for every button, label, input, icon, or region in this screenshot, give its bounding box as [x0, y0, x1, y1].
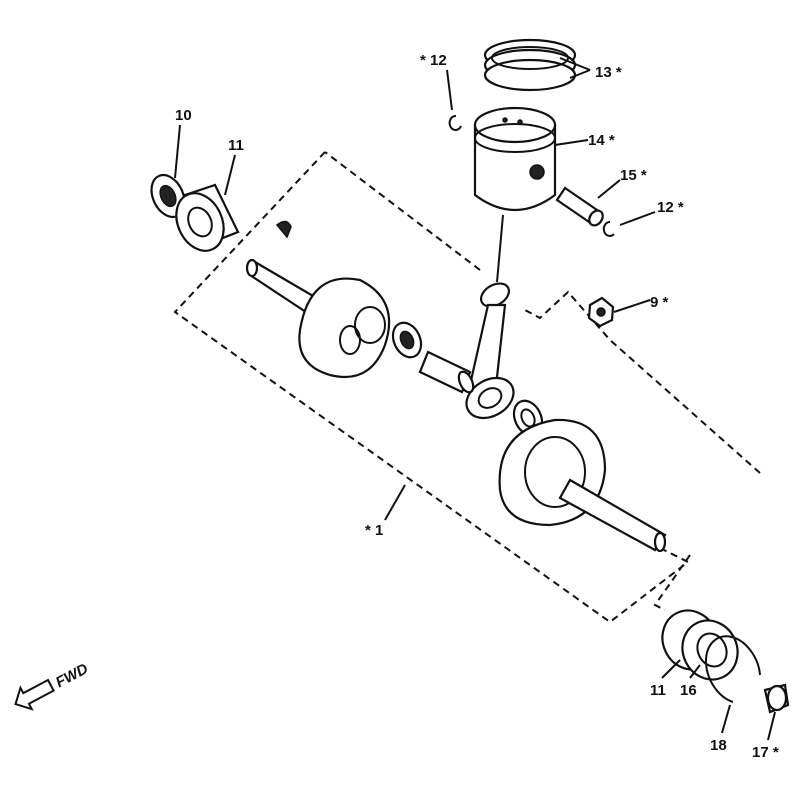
circlip — [705, 635, 761, 703]
label-18: 18 — [710, 737, 727, 754]
bearing-top — [175, 183, 240, 252]
label-14: 14 * — [588, 132, 615, 149]
bearing-bottom — [661, 609, 739, 681]
nut — [587, 296, 615, 328]
label-11-top: 11 — [228, 137, 244, 154]
forward-arrow-icon — [14, 678, 55, 711]
crankshaft-assembly-outline — [173, 151, 761, 624]
label-11-bottom: 11 — [650, 682, 666, 699]
crankshaft-right-half — [498, 418, 667, 553]
bush — [763, 683, 790, 714]
label-15: 15 * — [620, 167, 647, 184]
label-12-right: 12 * — [657, 199, 684, 216]
piston-pin — [555, 186, 604, 227]
piston-pin-clip-right — [602, 220, 615, 237]
leader-lines — [174, 57, 776, 741]
label-10: 10 — [175, 107, 192, 124]
crankshaft-left-half — [245, 258, 391, 379]
label-9: 9 * — [650, 294, 669, 311]
fwd-label: FWD — [53, 660, 91, 691]
label-1: * 1 — [365, 522, 383, 539]
outline-extension — [653, 554, 691, 611]
label-16: 16 — [680, 682, 697, 699]
label-17: 17 * — [752, 744, 779, 761]
label-12-top: * 12 — [420, 52, 447, 69]
piston-rings — [483, 38, 577, 92]
forward-direction-indicator: FWD — [14, 660, 91, 711]
piston — [473, 106, 557, 212]
woodruff-key — [275, 220, 292, 239]
connecting-rod — [465, 282, 515, 420]
crank-pin — [418, 350, 475, 394]
needle-bearing — [391, 321, 423, 359]
piston-pin-clip-left — [448, 115, 462, 131]
label-13: 13 * — [595, 64, 622, 81]
